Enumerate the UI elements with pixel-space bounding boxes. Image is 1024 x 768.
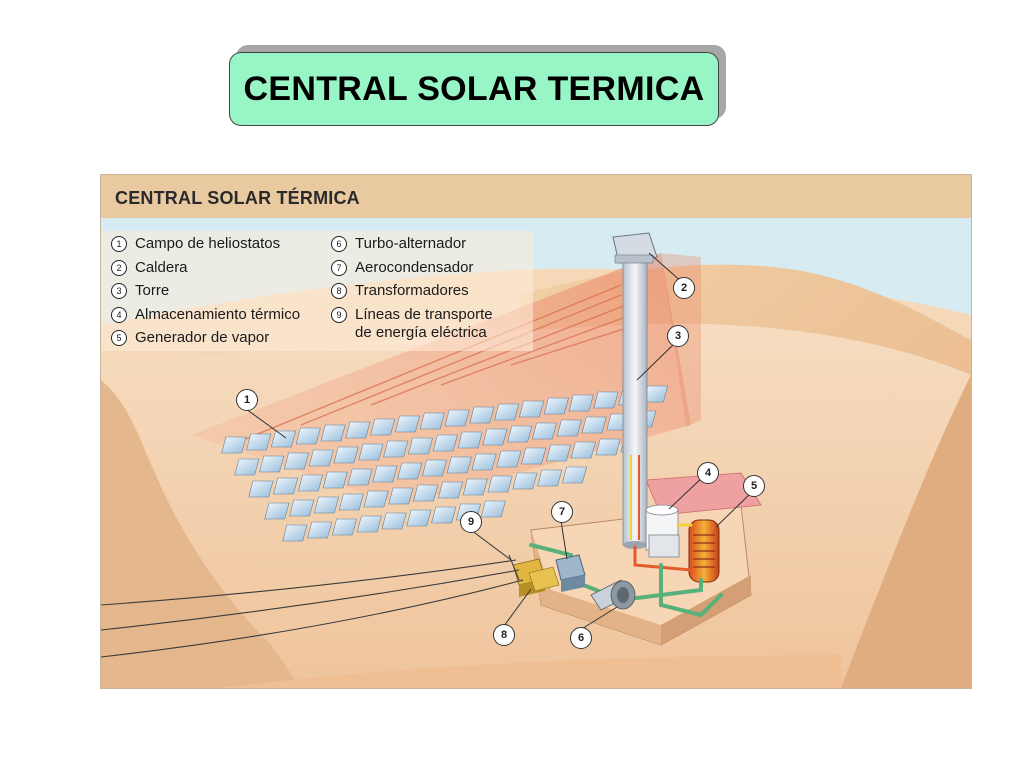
diagram-illustration (101, 175, 971, 688)
legend-label: Almacenamiento térmico (135, 305, 301, 323)
legend-number: 4 (111, 306, 127, 323)
aero-condenser (555, 554, 586, 592)
legend-item: 5 Generador de vapor (111, 329, 300, 353)
legend-item: 4 Almacenamiento térmico (111, 306, 300, 330)
legend-label: Caldera (135, 258, 188, 276)
legend-item: 6 Turbo-alternador (331, 235, 493, 259)
legend-number: 3 (111, 283, 127, 299)
legend-column-left: 1 Campo de heliostatos 2 Caldera 3 Torre… (111, 235, 300, 353)
solar-plant-diagram: CENTRAL SOLAR TÉRMICA 1 Campo de heliost… (100, 174, 972, 689)
callout-8: 8 (493, 624, 515, 646)
callout-7: 7 (551, 501, 573, 523)
legend-background (101, 231, 533, 351)
callout-3: 3 (667, 325, 689, 347)
turbo-alternator (590, 579, 636, 611)
callout-4: 4 (697, 462, 719, 484)
callout-5: 5 (743, 475, 765, 497)
callout-6: 6 (570, 627, 592, 649)
legend-number: 6 (331, 236, 347, 252)
transformers (512, 558, 560, 597)
legend-label: Transformadores (355, 282, 469, 299)
callout-2: 2 (673, 277, 695, 299)
slide-title: CENTRAL SOLAR TERMICA (229, 52, 719, 126)
legend-number: 7 (331, 259, 347, 276)
legend-label: Generador de vapor (135, 329, 270, 346)
legend-number: 5 (111, 330, 127, 346)
tower (612, 232, 658, 549)
legend-label: Campo de heliostatos (135, 235, 281, 252)
legend-label: Aerocondensador (355, 258, 474, 276)
legend-number: 2 (111, 259, 127, 276)
thermal-storage (645, 504, 680, 558)
legend-item: 1 Campo de heliostatos (111, 235, 300, 259)
legend-item: 8 Transformadores (331, 282, 493, 306)
legend-number: 8 (331, 283, 347, 299)
heliostat-field (221, 385, 669, 542)
legend-label: Líneas de transporte de energía eléctric… (355, 305, 493, 341)
power-lines (101, 554, 524, 658)
legend-item: 9 Líneas de transporte de energía eléctr… (331, 306, 493, 346)
legend-number: 9 (331, 306, 347, 323)
legend-item: 2 Caldera (111, 259, 300, 283)
callout-1: 1 (236, 389, 258, 411)
callout-9: 9 (460, 511, 482, 533)
legend-label: Torre (135, 282, 170, 299)
legend-item: 7 Aerocondensador (331, 259, 493, 283)
legend-label: Turbo-alternador (355, 235, 467, 252)
legend-column-right: 6 Turbo-alternador 7 Aerocondensador 8 T… (331, 235, 493, 346)
diagram-title: CENTRAL SOLAR TÉRMICA (101, 175, 971, 218)
steam-generator (688, 519, 720, 583)
legend-item: 3 Torre (111, 282, 300, 306)
legend-number: 1 (111, 236, 127, 252)
